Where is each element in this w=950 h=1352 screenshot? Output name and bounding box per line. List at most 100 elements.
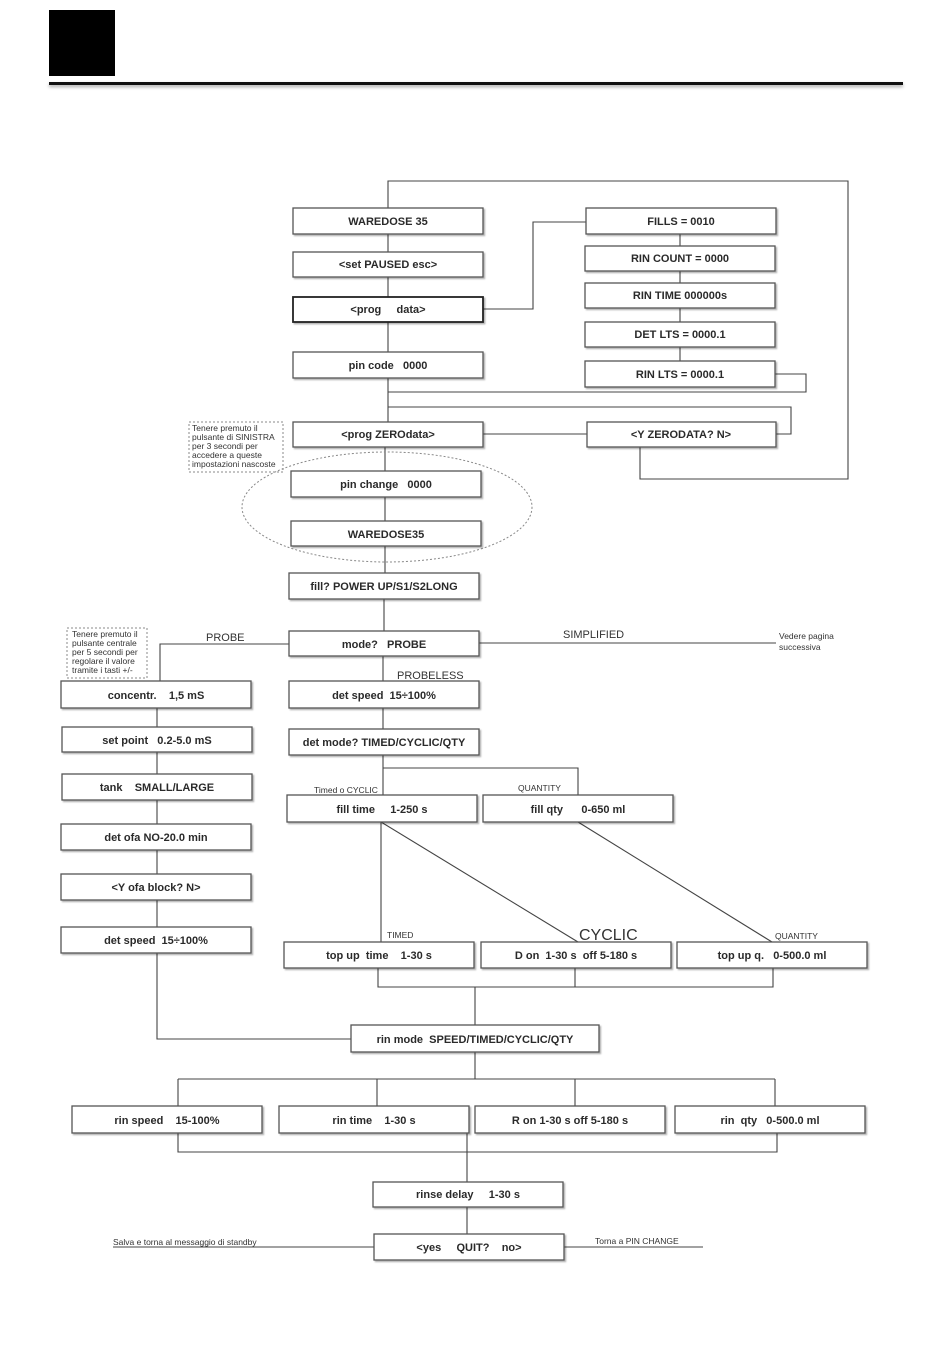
box-rin-lts: RIN LTS = 0000.1 — [584, 360, 776, 388]
box-fills-text: FILLS = 0010 — [647, 216, 715, 228]
box-waredose35-text: WAREDOSE 35 — [348, 216, 427, 228]
box-rin-time-counter-text: RIN TIME 000000s — [633, 290, 727, 302]
note-centrale: Tenere premuto il pulsante centrale per … — [72, 629, 138, 675]
note-sinistra-line-2: pulsante di SINISTRA — [192, 432, 275, 442]
box-det-speed-mid-text: det speed 15÷100% — [332, 690, 436, 702]
box-det-speed-mid: det speed 15÷100% — [288, 680, 480, 709]
box-fill-qty-text: fill qty 0-650 ml — [531, 804, 626, 816]
box-pin-change: pin change 0000 — [290, 470, 482, 498]
box-d-on: D on 1-30 s off 5-180 s — [480, 941, 672, 969]
box-prog-data-text: <prog data> — [350, 304, 425, 316]
box-d-on-text: D on 1-30 s off 5-180 s — [515, 950, 637, 962]
box-quit-text: <yes QUIT? no> — [416, 1242, 521, 1254]
header-black-block — [49, 10, 115, 76]
box-rin-mode: rin mode SPEED/TIMED/CYCLIC/QTY — [350, 1024, 600, 1053]
box-quit: <yes QUIT? no> — [373, 1233, 565, 1261]
label-cyclic: CYCLIC — [579, 927, 638, 944]
box-set-point: set point 0.2-5.0 mS — [61, 726, 253, 753]
box-det-mode-text: det mode? TIMED/CYCLIC/QTY — [303, 737, 466, 749]
box-fill-power: fill? POWER UP/S1/S2LONG — [288, 572, 480, 600]
box-topup-time-text: top up time 1-30 s — [326, 950, 432, 962]
box-y-ofa-block-text: <Y ofa block? N> — [111, 882, 200, 894]
note-vedere-line-1: Vedere pagina — [779, 631, 834, 641]
box-set-paused: <set PAUSED esc> — [292, 251, 484, 278]
box-concentr-text: concentr. 1,5 mS — [108, 690, 205, 702]
note-sinistra: Tenere premuto il pulsante di SINISTRA p… — [192, 423, 276, 469]
note-sinistra-line-5: impostazioni nascoste — [192, 459, 276, 469]
box-r-on: R on 1-30 s off 5-180 s — [474, 1105, 666, 1134]
box-mode-probe-text: mode? PROBE — [342, 639, 426, 651]
box-set-paused-text: <set PAUSED esc> — [339, 259, 437, 271]
box-det-ofa: det ofa NO-20.0 min — [60, 823, 252, 851]
note-centrale-frame — [66, 627, 148, 679]
label-quantity-bottom: QUANTITY — [775, 931, 818, 941]
box-topup-q-text: top up q. 0-500.0 ml — [718, 950, 827, 962]
label-timed-o-cyclic: Timed o CYCLIC — [314, 785, 378, 795]
note-centrale-line-3: per 5 secondi per — [72, 647, 138, 657]
box-topup-time: top up time 1-30 s — [283, 941, 475, 969]
box-fill-power-text: fill? POWER UP/S1/S2LONG — [310, 581, 457, 593]
note-sinistra-line-1: Tenere premuto il — [192, 423, 258, 433]
box-det-speed-left: det speed 15÷100% — [60, 926, 252, 954]
box-topup-q: top up q. 0-500.0 ml — [676, 941, 868, 969]
box-rinse-delay-text: rinse delay 1-30 s — [416, 1189, 520, 1201]
box-fill-qty: fill qty 0-650 ml — [482, 794, 674, 823]
note-sinistra-line-4: accedere a queste — [192, 450, 262, 460]
header-rule — [49, 82, 903, 85]
box-rin-time-counter: RIN TIME 000000s — [584, 282, 776, 309]
connector-lines — [113, 180, 849, 1248]
label-timed: TIMED — [387, 930, 413, 940]
box-mode-probe: mode? PROBE — [288, 630, 480, 657]
box-fill-time: fill time 1-250 s — [286, 794, 478, 823]
label-quantity-top: QUANTITY — [518, 783, 561, 793]
box-prog-zerodata: <prog ZEROdata> — [292, 421, 484, 448]
box-set-point-text: set point 0.2-5.0 mS — [102, 735, 211, 747]
label-back-pin-change: Torna a PIN CHANGE — [595, 1236, 679, 1246]
box-det-mode: det mode? TIMED/CYCLIC/QTY — [288, 728, 480, 756]
box-pin-code: pin code 0000 — [292, 351, 484, 379]
box-rinse-delay: rinse delay 1-30 s — [372, 1181, 564, 1208]
box-waredose35b-text: WAREDOSE35 — [348, 529, 424, 541]
box-rin-speed-text: rin speed 15-100% — [114, 1115, 219, 1127]
box-fills: FILLS = 0010 — [585, 207, 777, 235]
note-centrale-line-1: Tenere premuto il — [72, 629, 138, 639]
box-rin-count: RIN COUNT = 0000 — [584, 245, 776, 272]
box-tank-text: tank SMALL/LARGE — [100, 782, 214, 794]
label-probe: PROBE — [206, 632, 245, 644]
label-probeless: PROBELESS — [397, 670, 464, 682]
label-simplified: SIMPLIFIED — [563, 629, 624, 641]
box-y-ofa-block: <Y ofa block? N> — [60, 873, 252, 901]
note-centrale-line-5: tramite i tasti +/- — [72, 665, 133, 675]
box-rin-lts-text: RIN LTS = 0000.1 — [636, 369, 724, 381]
hidden-settings-ellipse — [241, 451, 533, 563]
box-det-lts: DET LTS = 0000.1 — [584, 321, 776, 348]
box-prog-data: <prog data> — [292, 296, 484, 323]
box-rin-time-text: rin time 1-30 s — [332, 1115, 415, 1127]
box-rin-time: rin time 1-30 s — [278, 1105, 470, 1134]
box-rin-count-text: RIN COUNT = 0000 — [631, 253, 729, 265]
box-rin-mode-text: rin mode SPEED/TIMED/CYCLIC/QTY — [377, 1034, 574, 1046]
note-vedere: Vedere pagina successiva — [779, 631, 834, 652]
box-r-on-text: R on 1-30 s off 5-180 s — [512, 1115, 628, 1127]
box-rin-qty: rin qty 0-500.0 ml — [674, 1105, 866, 1134]
note-centrale-line-4: regolare il valore — [72, 656, 135, 666]
note-centrale-line-2: pulsante centrale — [72, 638, 137, 648]
box-det-ofa-text: det ofa NO-20.0 min — [104, 832, 208, 844]
label-save-standby: Salva e torna al messaggio di standby — [113, 1237, 257, 1247]
note-sinistra-line-3: per 3 secondi per — [192, 441, 258, 451]
box-waredose35b: WAREDOSE35 — [290, 520, 482, 547]
box-rin-qty-text: rin qty 0-500.0 ml — [720, 1115, 819, 1127]
box-rin-speed: rin speed 15-100% — [71, 1105, 263, 1134]
box-y-zerodata-text: <Y ZERODATA? N> — [631, 429, 731, 441]
box-tank: tank SMALL/LARGE — [61, 773, 253, 801]
box-concentr: concentr. 1,5 mS — [60, 680, 252, 709]
box-det-lts-text: DET LTS = 0000.1 — [634, 329, 725, 341]
box-waredose35: WAREDOSE 35 — [292, 207, 484, 235]
box-pin-code-text: pin code 0000 — [349, 360, 428, 372]
box-y-zerodata: <Y ZERODATA? N> — [586, 421, 777, 448]
box-fill-time-text: fill time 1-250 s — [336, 804, 427, 816]
note-vedere-line-2: successiva — [779, 642, 821, 652]
box-pin-change-text: pin change 0000 — [340, 479, 432, 491]
